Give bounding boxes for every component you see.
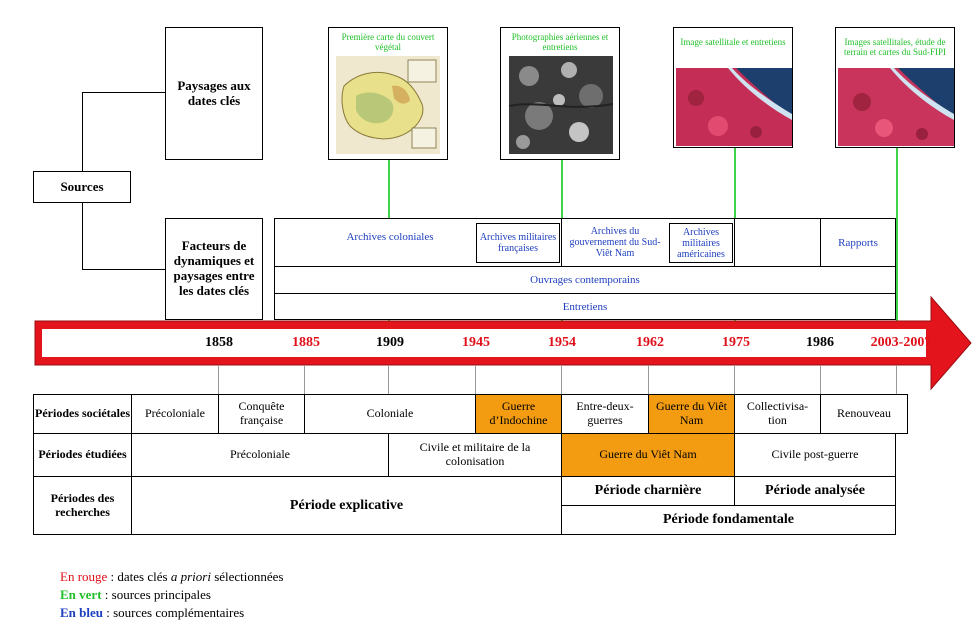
image-caption: Image satellitale et entretiens <box>680 36 786 47</box>
vegetation-map-image <box>336 56 440 154</box>
etudiee-cell: Précoloniale <box>131 433 389 477</box>
satellite-image-2003 <box>838 68 954 146</box>
societale-cell: Coloniale <box>304 394 476 434</box>
row-label-recherches: Périodes des recherches <box>33 476 132 535</box>
date-label: 1975 <box>722 335 750 350</box>
legend-blue: En bleu : sources complémentaires <box>60 605 560 621</box>
complementary-sources-frame <box>274 218 896 320</box>
societale-cell: Précoloniale <box>131 394 219 434</box>
band-divider-1975 <box>734 218 735 266</box>
rapports: Rapports <box>838 237 878 249</box>
archives-militaires-francaises: Archives militaires françaises <box>476 223 560 263</box>
periode-charniere: Période charnière <box>561 476 735 506</box>
periode-explicative: Période explicative <box>131 476 562 535</box>
tree-line-bottom <box>82 269 165 270</box>
date-label: 1954 <box>548 335 576 350</box>
archives-gouv-sud-vietnam: Archives du gouvernement du Sud-Viêt Nam <box>569 225 661 259</box>
etudiee-cell: Civile post-guerre <box>734 433 896 477</box>
tick-1909 <box>388 365 389 395</box>
societale-cell: Guerre du Viêt Nam <box>648 394 735 434</box>
tick-1885 <box>304 365 305 395</box>
image-box-2003: Images satellitales, étude de terrain et… <box>835 27 955 148</box>
legend-red-key: En rouge <box>60 569 108 584</box>
date-label: 1909 <box>376 335 404 350</box>
tick-1858 <box>218 365 219 395</box>
tick-1986 <box>820 365 821 395</box>
legend-blue-text: : sources complémentaires <box>103 605 245 620</box>
image-box-1954: Photographies aériennes et entretiens <box>500 27 620 160</box>
date-label: 2003-2007 <box>870 335 932 350</box>
date-label: 1986 <box>806 335 834 350</box>
societale-cell: Guerre d’Indochine <box>475 394 562 434</box>
tick-1945 <box>475 365 476 395</box>
paysages-box: Paysages aux dates clés <box>165 27 263 160</box>
facteurs-box: Facteurs de dynamiques et paysages entre… <box>165 218 263 320</box>
tick-1975 <box>734 365 735 395</box>
tick-2003 <box>896 365 897 395</box>
green-line-2003 <box>896 148 898 330</box>
date-label: 1885 <box>292 335 320 350</box>
etudiee-cell: Guerre du Viêt Nam <box>561 433 735 477</box>
aerial-photo-image <box>509 56 613 154</box>
archives-militaires-americaines: Archives militaires américaines <box>669 223 733 263</box>
tick-1954 <box>561 365 562 395</box>
legend-red-text-2: sélectionnées <box>210 569 284 584</box>
legend-green: En vert : sources principales <box>60 587 560 603</box>
tree-line-up <box>82 92 83 171</box>
tick-1962 <box>648 365 649 395</box>
image-caption: Images satellitales, étude de terrain et… <box>844 36 946 57</box>
band-divider-1 <box>274 266 896 267</box>
legend-red: En rouge : dates clés a priori sélection… <box>60 569 560 585</box>
image-box-1975: Image satellitale et entretiens <box>673 27 793 148</box>
ouvrages-contemporains: Ouvrages contemporains <box>530 274 640 286</box>
image-caption: Première carte du couvert végétal <box>341 31 435 52</box>
periode-analysee: Période analysée <box>734 476 896 506</box>
societale-cell: Collectivisa-tion <box>734 394 821 434</box>
date-label: 1962 <box>636 335 664 350</box>
band-divider-2 <box>274 293 896 294</box>
societale-cell: Renouveau <box>820 394 908 434</box>
satellite-image-1975 <box>676 68 792 146</box>
image-caption: Photographies aériennes et entretiens <box>511 31 609 52</box>
legend-green-key: En vert <box>60 587 102 602</box>
societale-cell: Entre-deux-guerres <box>561 394 649 434</box>
row-label-societales: Périodes sociétales <box>33 394 132 434</box>
societale-cell: Conquête française <box>218 394 305 434</box>
legend-red-italic: a priori <box>170 569 211 584</box>
legend-red-text-1: : dates clés <box>107 569 171 584</box>
band-divider-1986 <box>820 218 821 266</box>
band-divider-1954 <box>561 218 562 266</box>
date-label: 1945 <box>462 335 490 350</box>
sources-box: Sources <box>33 171 131 203</box>
image-box-1909: Première carte du couvert végétal <box>328 27 448 160</box>
tree-line-top <box>82 92 165 93</box>
tree-line-down <box>82 203 83 269</box>
entretiens: Entretiens <box>562 301 608 313</box>
date-label: 1858 <box>205 335 233 350</box>
etudiee-cell: Civile et militaire de la colonisation <box>388 433 562 477</box>
row-label-etudiees: Périodes étudiées <box>33 433 132 477</box>
archives-coloniales: Archives coloniales <box>346 231 434 243</box>
legend-blue-key: En bleu <box>60 605 103 620</box>
timeline-arrow <box>34 295 972 391</box>
legend-green-text: : sources principales <box>101 587 211 602</box>
periode-fondamentale: Période fondamentale <box>561 505 896 535</box>
